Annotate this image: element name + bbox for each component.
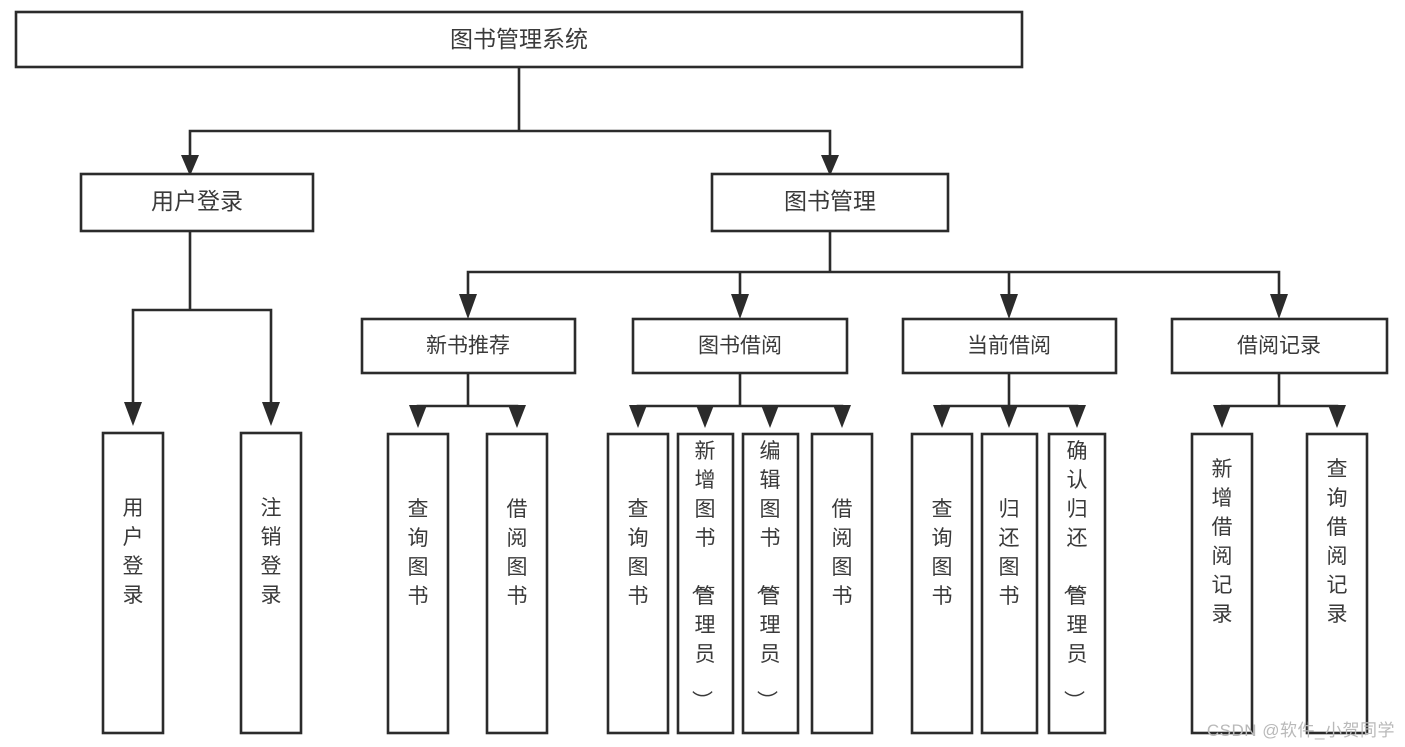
node-leaf-query-book-1-box[interactable] bbox=[386, 432, 450, 735]
node-leaf-user-login-label: 用户登录 bbox=[123, 497, 144, 607]
node-leaf-add-record-label: 新增借阅记录 bbox=[1212, 458, 1233, 626]
node-user-login-label: 用户登录 bbox=[151, 188, 243, 214]
node-leaf-user-login[interactable]: 用户登录 bbox=[101, 431, 165, 735]
arrow-to-borrow-record bbox=[1270, 294, 1288, 319]
node-leaf-return-book-label: 归还图书 bbox=[999, 498, 1020, 608]
node-leaf-confirm-return-box[interactable] bbox=[1047, 432, 1107, 735]
arrow-to-leaf-add-record bbox=[1213, 405, 1231, 428]
node-leaf-query-record[interactable]: 查询借阅记录 bbox=[1305, 432, 1369, 735]
node-leaf-borrow-book-2[interactable]: 借阅图书 bbox=[810, 432, 874, 735]
node-leaf-return-book[interactable]: 归还图书 bbox=[980, 432, 1039, 735]
node-leaf-user-login-box[interactable] bbox=[101, 431, 165, 735]
arrow-to-current-borrow bbox=[1000, 294, 1018, 319]
node-leaf-query-book-3-box[interactable] bbox=[910, 432, 974, 735]
node-current-borrow-label: 当前借阅 bbox=[967, 335, 1051, 358]
node-leaf-borrow-book-1[interactable]: 借阅图书 bbox=[485, 432, 549, 735]
node-leaf-query-book-2[interactable]: 查询图书 bbox=[606, 432, 670, 735]
node-leaf-query-book-3-label: 查询图书 bbox=[932, 498, 953, 608]
arrow-to-book-manage bbox=[821, 155, 839, 176]
arrow-to-leaf-query-book-2 bbox=[629, 405, 647, 428]
node-new-book-rec[interactable]: 新书推荐 bbox=[360, 317, 577, 375]
node-current-borrow-box[interactable] bbox=[901, 317, 1118, 375]
node-leaf-return-book-box[interactable] bbox=[980, 432, 1039, 735]
arrow-to-leaf-borrow-book-2 bbox=[833, 405, 851, 428]
connector-book-borrow-children bbox=[636, 372, 844, 414]
node-leaf-query-record-label: 查询借阅记录 bbox=[1327, 458, 1348, 626]
node-leaf-edit-book-label: 编辑图书（管理员） bbox=[755, 440, 781, 711]
node-leaf-borrow-book-2-label: 借阅图书 bbox=[832, 498, 853, 608]
node-leaf-edit-book[interactable]: 编辑图书（管理员） bbox=[741, 432, 800, 735]
arrow-to-leaf-logout bbox=[262, 402, 280, 426]
node-root-label: 图书管理系统 bbox=[450, 26, 588, 52]
node-book-borrow[interactable]: 图书借阅 bbox=[631, 317, 849, 375]
node-new-book-rec-box[interactable] bbox=[360, 317, 577, 375]
node-borrow-record[interactable]: 借阅记录 bbox=[1170, 317, 1389, 375]
node-book-manage[interactable]: 图书管理 bbox=[710, 172, 950, 233]
node-borrow-record-box[interactable] bbox=[1170, 317, 1389, 375]
connector-user-login-children bbox=[131, 230, 273, 409]
node-leaf-query-book-1[interactable]: 查询图书 bbox=[386, 432, 450, 735]
node-borrow-record-label: 借阅记录 bbox=[1237, 335, 1321, 358]
node-leaf-query-record-box[interactable] bbox=[1305, 432, 1369, 735]
connector-book-manage-children bbox=[466, 230, 1281, 302]
node-leaf-add-record[interactable]: 新增借阅记录 bbox=[1190, 432, 1254, 735]
node-leaf-add-book-label: 新增图书（管理员） bbox=[690, 440, 716, 711]
node-leaf-query-book-2-label: 查询图书 bbox=[628, 498, 649, 608]
node-leaf-logout-label: 注销登录 bbox=[261, 497, 282, 607]
node-leaf-add-book-box[interactable] bbox=[676, 432, 735, 735]
arrow-to-leaf-confirm-return bbox=[1068, 405, 1086, 428]
node-new-book-rec-label: 新书推荐 bbox=[426, 335, 510, 358]
node-leaf-edit-book-box[interactable] bbox=[741, 432, 800, 735]
node-leaf-borrow-book-1-box[interactable] bbox=[485, 432, 549, 735]
node-current-borrow[interactable]: 当前借阅 bbox=[901, 317, 1118, 375]
arrow-to-leaf-query-book-1 bbox=[409, 405, 427, 428]
node-leaf-logout-box[interactable] bbox=[239, 431, 303, 735]
connector-root-to-level2 bbox=[188, 65, 832, 162]
node-leaf-query-book-1-label: 查询图书 bbox=[408, 498, 429, 608]
node-leaf-add-book[interactable]: 新增图书（管理员） bbox=[676, 432, 735, 735]
arrow-to-leaf-edit-book bbox=[761, 405, 779, 428]
node-user-login[interactable]: 用户登录 bbox=[79, 172, 315, 233]
arrow-to-leaf-add-book bbox=[696, 405, 714, 428]
arrow-to-new-book-rec bbox=[459, 294, 477, 319]
node-leaf-borrow-book-2-box[interactable] bbox=[810, 432, 874, 735]
node-leaf-query-book-3[interactable]: 查询图书 bbox=[910, 432, 974, 735]
arrow-to-leaf-query-book-3 bbox=[933, 405, 951, 428]
node-root-box[interactable] bbox=[14, 10, 1024, 69]
node-leaf-logout[interactable]: 注销登录 bbox=[239, 431, 303, 735]
arrow-to-leaf-return-book bbox=[1000, 405, 1018, 428]
node-leaf-query-book-2-box[interactable] bbox=[606, 432, 670, 735]
arrow-to-user-login bbox=[181, 155, 199, 176]
node-root[interactable]: 图书管理系统 bbox=[14, 10, 1024, 69]
node-book-manage-label: 图书管理 bbox=[784, 188, 876, 214]
node-leaf-add-record-box[interactable] bbox=[1190, 432, 1254, 735]
node-book-manage-box[interactable] bbox=[710, 172, 950, 233]
connectors-group bbox=[124, 65, 1346, 428]
arrow-to-leaf-user-login bbox=[124, 402, 142, 426]
node-book-borrow-box[interactable] bbox=[631, 317, 849, 375]
connector-borrow-record-children bbox=[1220, 372, 1339, 414]
node-user-login-box[interactable] bbox=[79, 172, 315, 233]
csdn-watermark: CSDN @软件_小贺同学 bbox=[1206, 721, 1395, 740]
connector-new-book-rec-children bbox=[416, 372, 519, 414]
arrow-to-leaf-borrow-book-1 bbox=[508, 405, 526, 428]
node-leaf-confirm-return[interactable]: 确认归还（管理员） bbox=[1047, 432, 1107, 735]
arrow-to-leaf-query-record bbox=[1328, 405, 1346, 428]
arrow-to-book-borrow bbox=[731, 294, 749, 319]
node-leaf-confirm-return-label: 确认归还（管理员） bbox=[1062, 440, 1088, 711]
node-leaf-borrow-book-1-label: 借阅图书 bbox=[507, 498, 528, 608]
node-book-borrow-label: 图书借阅 bbox=[698, 335, 782, 358]
